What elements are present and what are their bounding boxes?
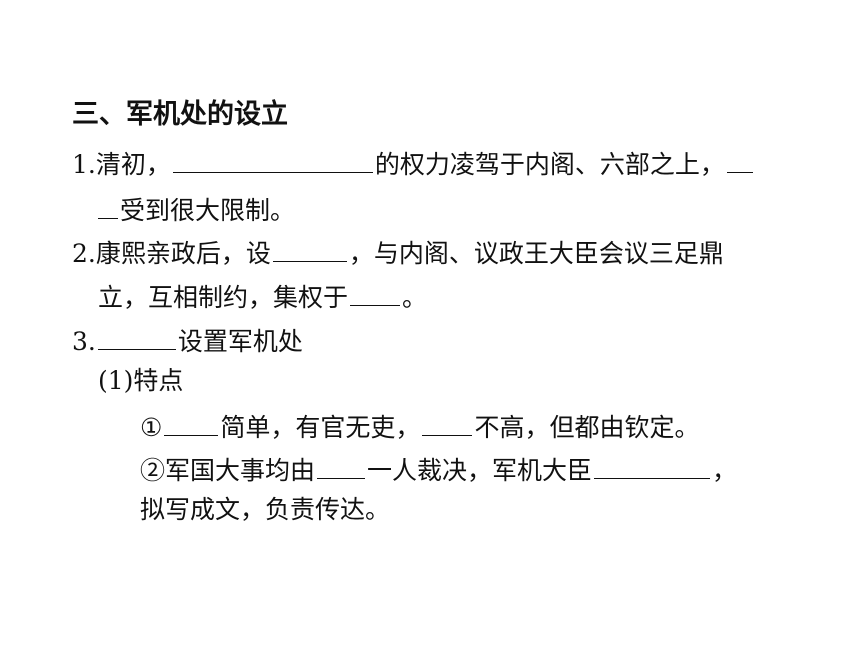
point-1: ① 简单，有官无吏， 不高，但都由钦定。 xyxy=(140,409,700,442)
fill-blank[interactable] xyxy=(422,409,473,436)
fill-blank[interactable] xyxy=(594,452,711,479)
question-number: 1. xyxy=(72,150,96,179)
question-text: 的权力凌驾于内阁、六部之上， xyxy=(374,150,725,179)
point-2-line-1: ②军国大事均由 一人裁决，军机大臣 ， xyxy=(140,452,738,485)
question-2-line-1: 2.康熙亲政后，设 ，与内阁、议政王大臣会议三足鼎 xyxy=(72,235,724,268)
question-3-line-1: 3. 设置军机处 xyxy=(72,323,303,356)
fill-blank[interactable] xyxy=(350,279,401,306)
question-text: 清初， xyxy=(95,150,171,179)
question-text: 立，互相制约，集权于 xyxy=(98,283,349,312)
sub-heading: (1)特点 xyxy=(98,366,184,395)
question-number: 2. xyxy=(72,239,96,268)
question-1-line-1: 1.清初， 的权力凌驾于内阁、六部之上， xyxy=(72,146,755,179)
fill-blank[interactable] xyxy=(164,409,219,436)
question-text: 。 xyxy=(402,283,428,312)
fill-blank[interactable] xyxy=(317,452,366,479)
point-text: 不高，但都由钦定。 xyxy=(474,413,700,442)
question-1-line-2: 受到很大限制。 xyxy=(98,192,296,225)
point-text: ， xyxy=(712,456,738,485)
fill-blank[interactable] xyxy=(272,235,347,262)
question-text: 设置军机处 xyxy=(177,327,303,356)
question-number: 3. xyxy=(72,327,96,356)
point-text: 简单，有官无吏， xyxy=(220,413,421,442)
point-marker: ① xyxy=(140,413,163,442)
point-2-line-2: 拟写成文，负责传达。 xyxy=(140,495,391,524)
fill-blank[interactable] xyxy=(172,146,373,173)
fill-blank[interactable] xyxy=(97,323,176,350)
fill-blank[interactable] xyxy=(98,192,118,219)
question-2-line-2: 立，互相制约，集权于 。 xyxy=(98,279,428,312)
point-text: ②军国大事均由 xyxy=(140,456,316,485)
question-text: ，与内阁、议政王大臣会议三足鼎 xyxy=(348,239,724,268)
question-text: 康熙亲政后，设 xyxy=(95,239,271,268)
section-title: 三、军机处的设立 xyxy=(72,99,288,130)
point-text: 一人裁决，军机大臣 xyxy=(367,456,593,485)
question-text: 受到很大限制。 xyxy=(120,196,296,225)
fill-blank[interactable] xyxy=(726,146,753,173)
